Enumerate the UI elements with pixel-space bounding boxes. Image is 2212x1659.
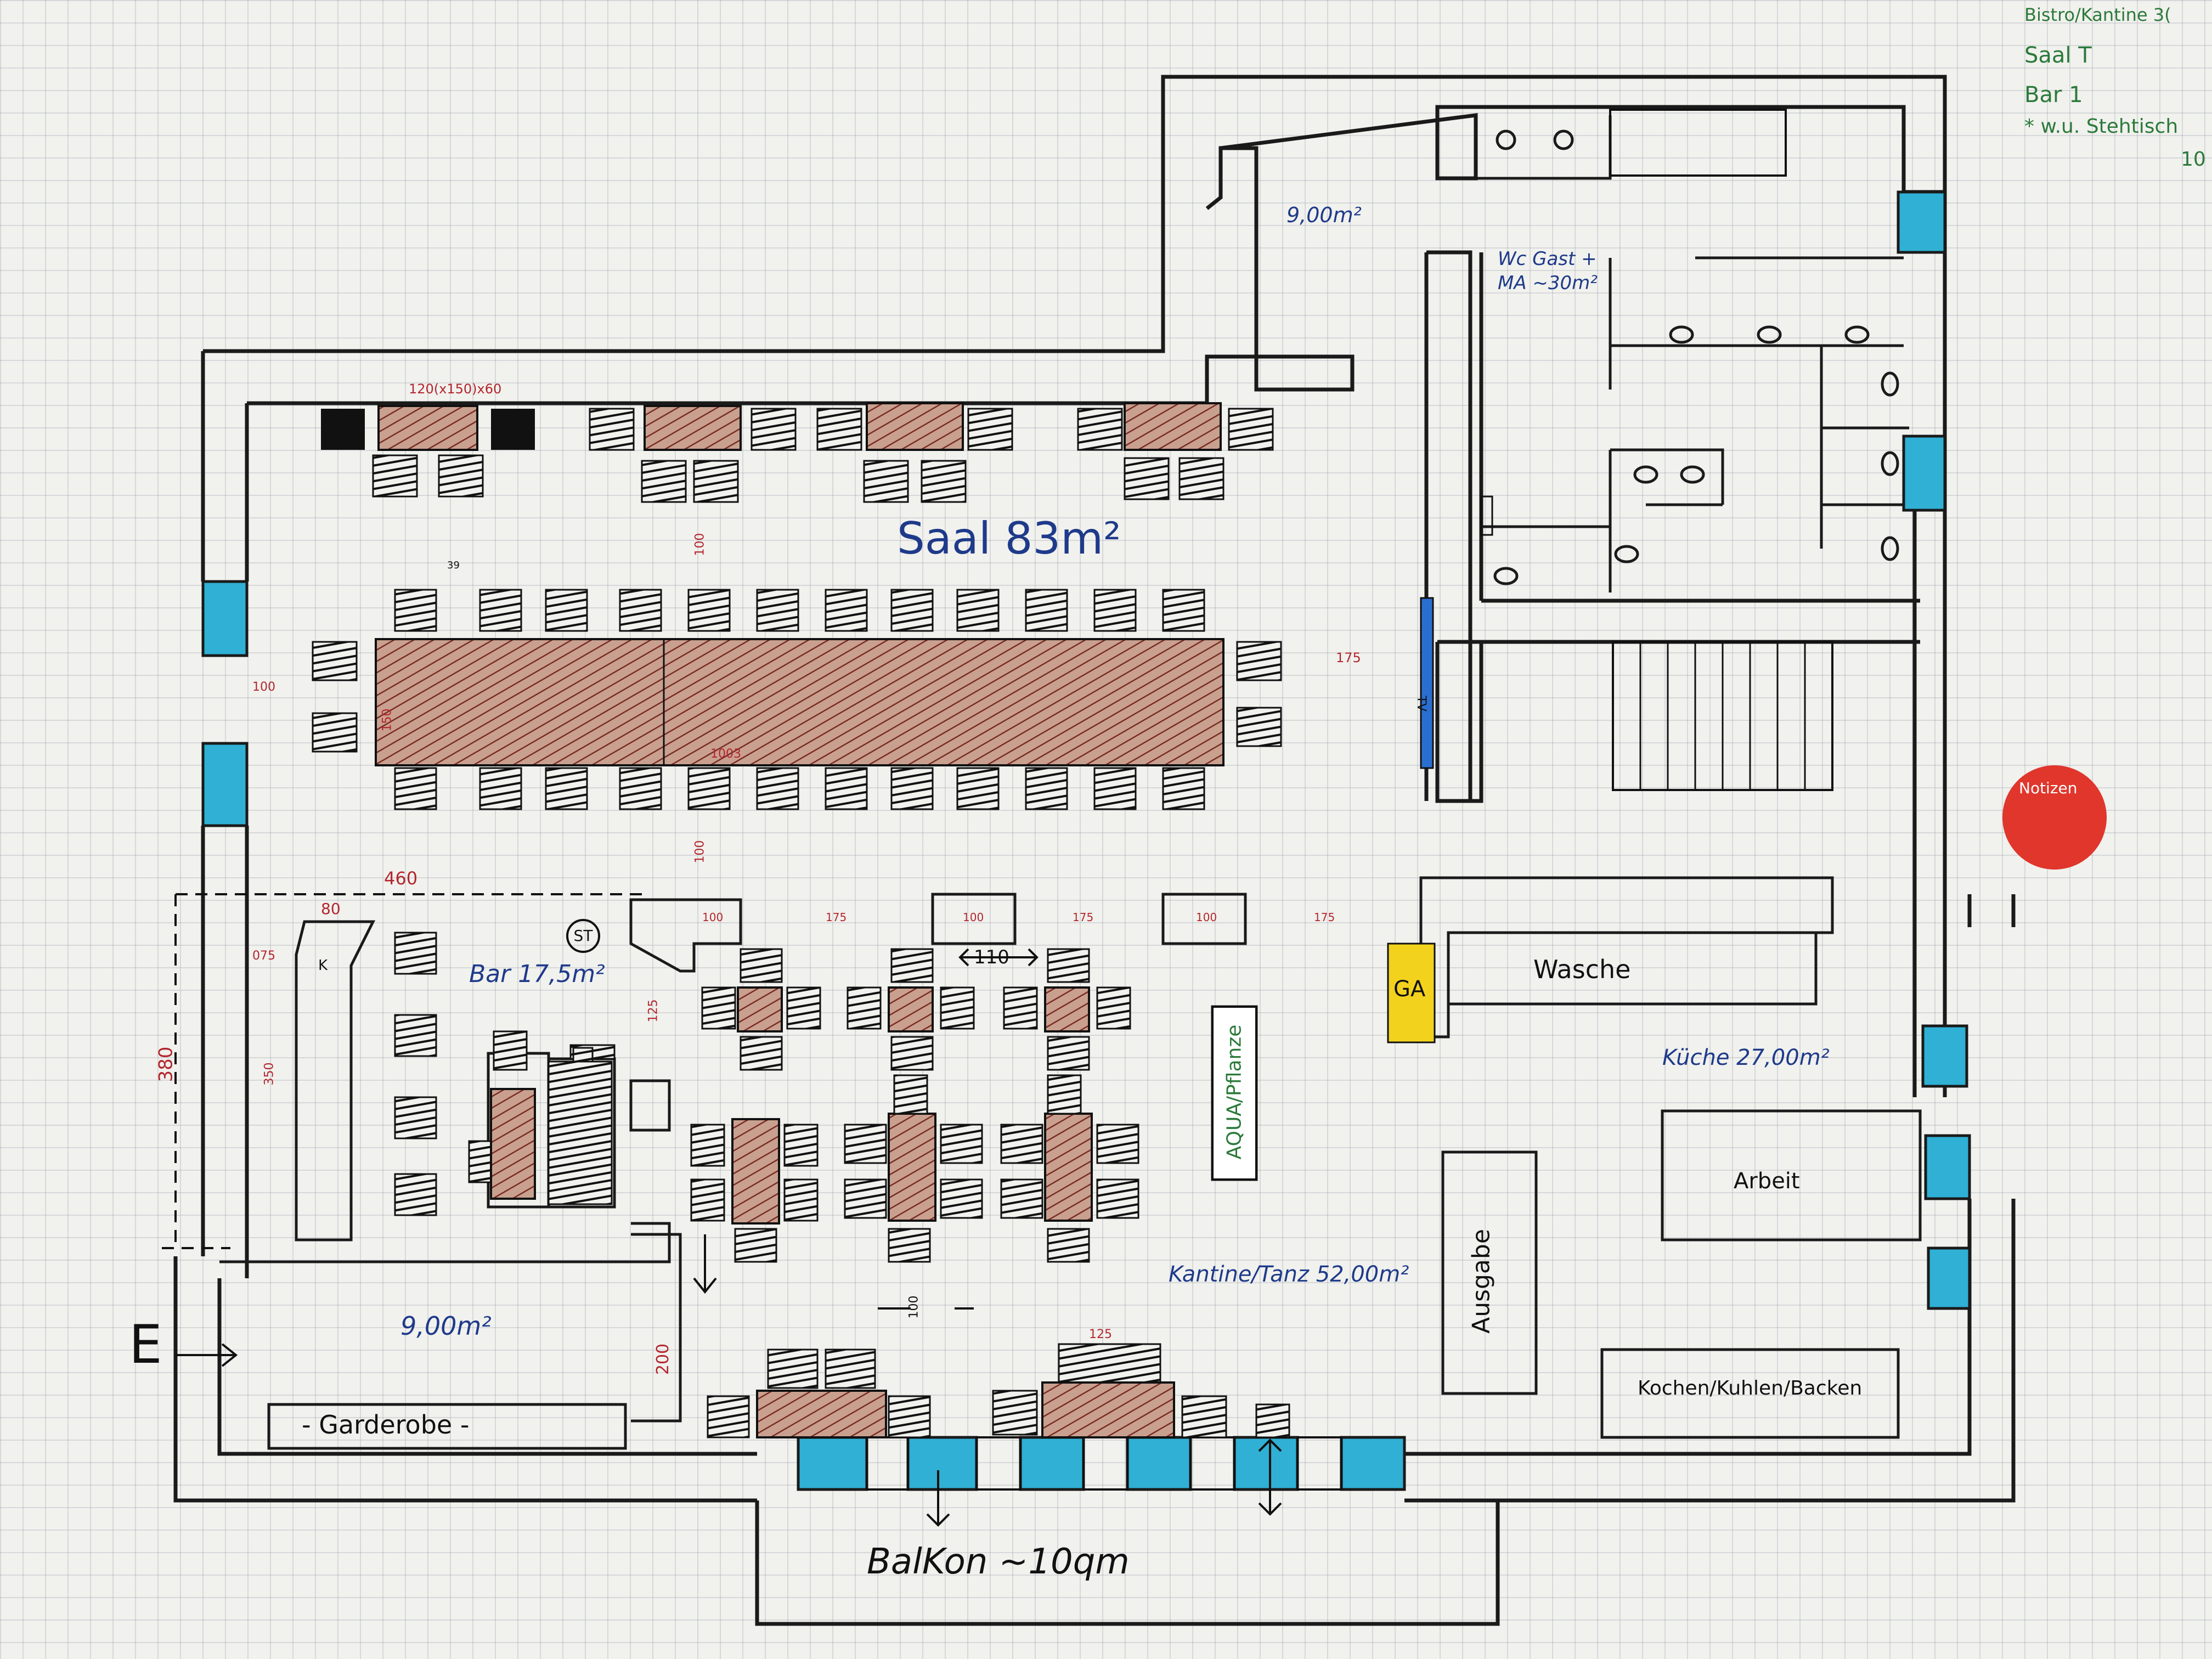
balcony-side-seating bbox=[707, 1343, 1290, 1438]
dim-kantine-row-2: 175 bbox=[826, 911, 847, 924]
label-wc: Wc Gast + MA ~30m² bbox=[1498, 248, 1598, 294]
label-arbeit: Arbeit bbox=[1734, 1169, 1800, 1194]
dim-bar-width: 460 bbox=[384, 868, 418, 889]
label-garderobe: - Garderobe - bbox=[302, 1410, 470, 1440]
label-aqua: AQUA/Pflanze bbox=[1223, 1024, 1246, 1160]
dim-top-tables: 120(x150)x60 bbox=[409, 381, 502, 397]
legend-line-4: * w.u. Stehtisch bbox=[2024, 115, 2179, 138]
label-flur-top: 9,00m² bbox=[1286, 203, 1362, 227]
label-tv: TV bbox=[1414, 696, 1428, 712]
label-wasche: Wasche bbox=[1533, 955, 1631, 984]
dim-balkon-200: 200 bbox=[653, 1343, 673, 1375]
notizen-sticker bbox=[2002, 765, 2107, 870]
label-st: ST bbox=[566, 919, 600, 953]
saal-long-table bbox=[312, 589, 1282, 810]
arrows bbox=[176, 948, 1282, 1527]
dim-kantine-110: 110 bbox=[974, 946, 1009, 968]
dim-bar-125: 125 bbox=[646, 999, 661, 1023]
label-ausgabe: Ausgabe bbox=[1467, 1229, 1496, 1334]
dim-kantine-row-5: 100 bbox=[1196, 911, 1217, 924]
dim-bar-80: 80 bbox=[321, 900, 341, 918]
legend-line-5: 10 bbox=[2181, 148, 2206, 171]
label-kantine: Kantine/Tanz 52,00m² bbox=[1169, 1262, 1409, 1287]
dim-kantine-row-3: 100 bbox=[963, 911, 984, 924]
dim-kantine-row-1: 100 bbox=[702, 911, 724, 924]
windows bbox=[201, 190, 1971, 1491]
dim-balkon-100: 100 bbox=[907, 1295, 921, 1319]
label-balkon: BalKon ~10qm bbox=[867, 1542, 1130, 1582]
label-k: K bbox=[318, 957, 328, 974]
label-saal: Saal 83m² bbox=[897, 513, 1121, 564]
dim-left-gap: 100 bbox=[252, 680, 275, 694]
legend-line-2: Saal T bbox=[2024, 43, 2092, 68]
dim-bar-gap: 100 bbox=[693, 840, 707, 864]
kantine-seating bbox=[690, 948, 1139, 1263]
label-ga: GA bbox=[1393, 977, 1426, 1002]
label-bar: Bar 17,5m² bbox=[469, 960, 605, 988]
dim-long-table: 1003 bbox=[710, 747, 741, 761]
sticker-label: Notizen bbox=[2019, 779, 2078, 797]
dim-kantine-row-6: 175 bbox=[1314, 911, 1335, 924]
ga-box bbox=[1387, 943, 1436, 1043]
dim-bar-380: 380 bbox=[155, 1046, 177, 1082]
legend-line-3: Bar 1 bbox=[2024, 82, 2083, 108]
legend-line-1: Bistro/Kantine 3( bbox=[2024, 4, 2171, 25]
bar-area-seating bbox=[394, 932, 616, 1216]
aqua-planter bbox=[1211, 1006, 1257, 1181]
saal-top-row bbox=[321, 402, 1274, 503]
tv-panel bbox=[1420, 597, 1434, 769]
label-entrance: E bbox=[129, 1314, 162, 1375]
dim-balkon-125: 125 bbox=[1089, 1328, 1112, 1341]
dim-bar-350: 350 bbox=[262, 1062, 276, 1086]
dim-table-end: 150 bbox=[380, 708, 394, 732]
stairs bbox=[1612, 641, 1833, 791]
wc-area bbox=[1474, 109, 1909, 592]
dim-chair-39: 39 bbox=[447, 560, 460, 571]
dim-saal-offset: 100 bbox=[693, 533, 707, 556]
dim-right-gap: 175 bbox=[1336, 650, 1361, 665]
label-flur-bottom: 9,00m² bbox=[400, 1311, 492, 1341]
label-kueche: Küche 27,00m² bbox=[1662, 1045, 1830, 1070]
label-kochen: Kochen/Kuhlen/Backen bbox=[1638, 1377, 1863, 1400]
dim-kantine-row-4: 175 bbox=[1073, 911, 1094, 924]
dim-bar-075: 075 bbox=[252, 949, 275, 963]
